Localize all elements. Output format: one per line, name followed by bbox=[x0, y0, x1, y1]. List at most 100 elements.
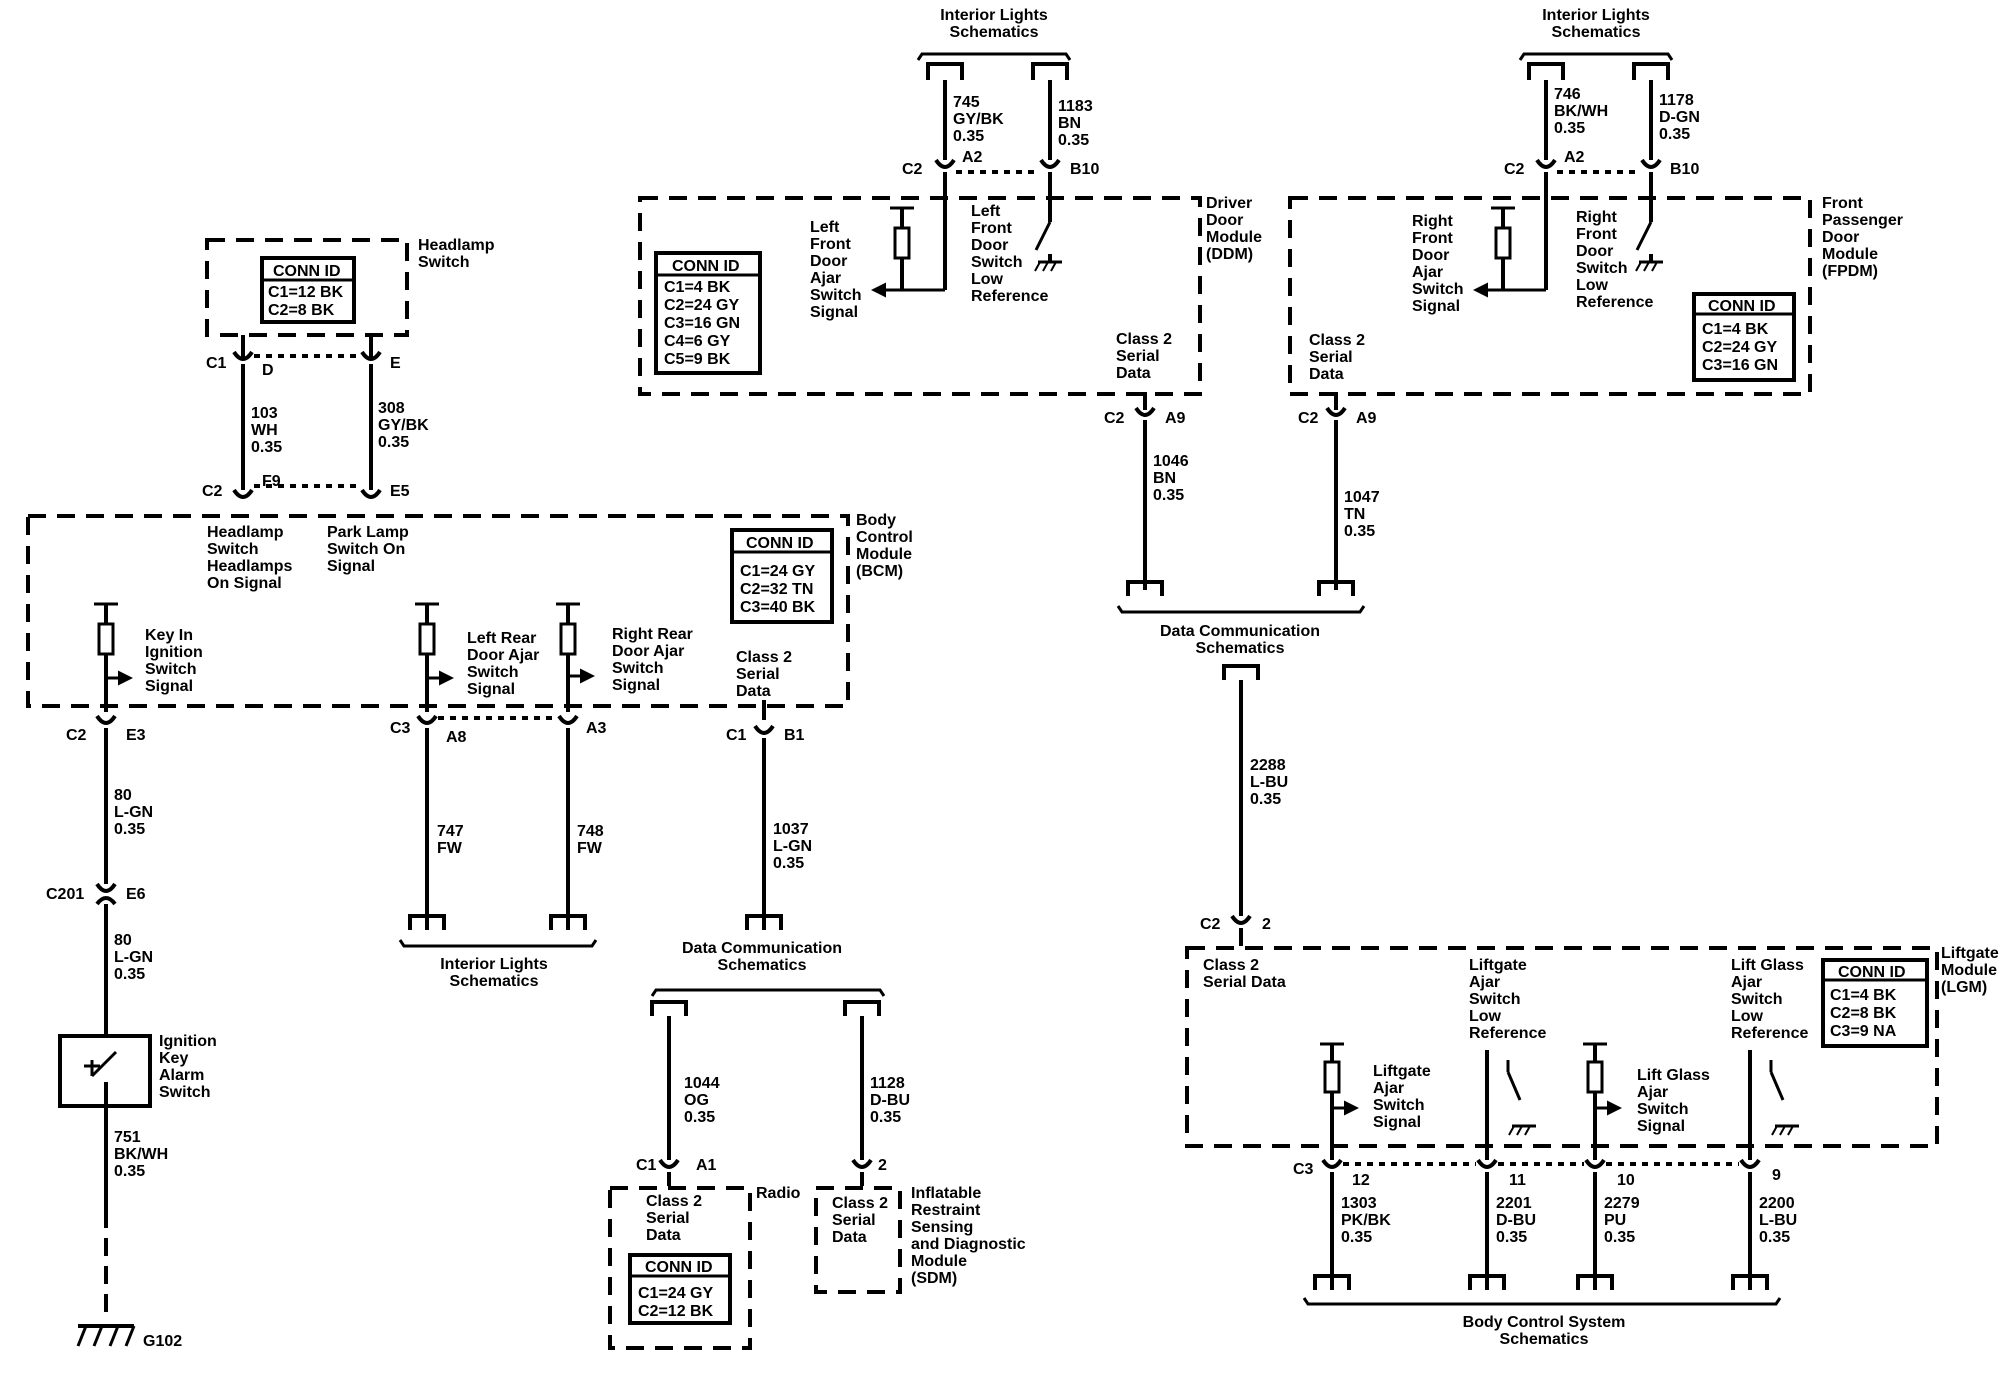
headlamp-conn-row: C2=8 BK bbox=[268, 302, 335, 319]
pin-label: 9 bbox=[1772, 1167, 1781, 1184]
pin-label: E3 bbox=[126, 727, 146, 744]
fpdm-conn-table bbox=[1692, 292, 1796, 382]
connector-label: C1 bbox=[726, 727, 747, 744]
connector-label: C2 bbox=[1104, 410, 1125, 427]
pin-label: E5 bbox=[390, 483, 410, 500]
bcm-conn-table bbox=[730, 528, 834, 624]
ground-g102: G102 bbox=[76, 1324, 182, 1350]
lgm-conn-row: C1=4 BK bbox=[1830, 987, 1897, 1004]
connector-label: C1 bbox=[206, 355, 227, 372]
ddm-conn-row: C1=4 BK bbox=[664, 279, 731, 296]
pin-label: D bbox=[262, 362, 274, 379]
ground-label: G102 bbox=[143, 1333, 182, 1350]
pin-label: B10 bbox=[1670, 161, 1699, 178]
connector-ddm-a2 bbox=[934, 158, 956, 169]
connector-label: C2 bbox=[1200, 916, 1221, 933]
fpdm-conn-row: C1=4 BK bbox=[1702, 321, 1769, 338]
ddm-conn-row: C2=24 GY bbox=[664, 297, 739, 314]
lgm-box bbox=[1185, 946, 1939, 1148]
connector-e5 bbox=[360, 488, 382, 499]
connector-label: C3 bbox=[390, 720, 411, 737]
pin-label: B10 bbox=[1070, 161, 1099, 178]
fpdm-box bbox=[1288, 196, 1812, 396]
pin-label: 12 bbox=[1352, 1172, 1370, 1189]
pin-label: B1 bbox=[784, 727, 805, 744]
pin-label: A1 bbox=[696, 1157, 717, 1174]
sdm-box bbox=[814, 1186, 902, 1294]
connector-lgm-11 bbox=[1476, 1158, 1498, 1169]
connector-label: C2 bbox=[66, 727, 87, 744]
pin-label: A3 bbox=[586, 720, 607, 737]
pin-label: F9 bbox=[262, 473, 281, 490]
connector-c2-e3 bbox=[95, 714, 117, 725]
radio-conn-header: CONN ID bbox=[645, 1259, 713, 1276]
pin-label: 2 bbox=[878, 1157, 887, 1174]
connector-label: C201 bbox=[46, 886, 84, 903]
connector-c1-b1 bbox=[753, 724, 775, 735]
lgm-conn-row: C3=9 NA bbox=[1830, 1023, 1897, 1040]
connector-lgm-2 bbox=[1230, 914, 1252, 925]
lgm-conn-header: CONN ID bbox=[1838, 964, 1906, 981]
ddm-conn-header: CONN ID bbox=[672, 258, 740, 275]
connector-c201-e6 bbox=[95, 882, 117, 893]
pin-label: A2 bbox=[1564, 149, 1585, 166]
ddm-conn-table bbox=[654, 251, 762, 375]
headlamp-conn-header: CONN ID bbox=[273, 263, 341, 280]
connector-lgm-10 bbox=[1584, 1158, 1606, 1169]
pin-label: 11 bbox=[1509, 1172, 1526, 1189]
fpdm-conn-row: C3=16 GN bbox=[1702, 357, 1778, 374]
connector-ddm-b10 bbox=[1039, 158, 1061, 169]
radio-conn-table bbox=[628, 1253, 732, 1325]
radio-conn-row: C2=12 BK bbox=[638, 1303, 714, 1320]
radio-box bbox=[608, 1186, 752, 1350]
lgm-conn-table bbox=[1821, 958, 1929, 1048]
connector-lgm-12 bbox=[1321, 1158, 1343, 1169]
connector-fpdm-b10 bbox=[1640, 158, 1662, 169]
connector-label: C2 bbox=[202, 483, 223, 500]
pin-label: E bbox=[390, 355, 401, 372]
connector-label: C2 bbox=[1504, 161, 1525, 178]
radio-title: Radio bbox=[756, 1185, 801, 1202]
